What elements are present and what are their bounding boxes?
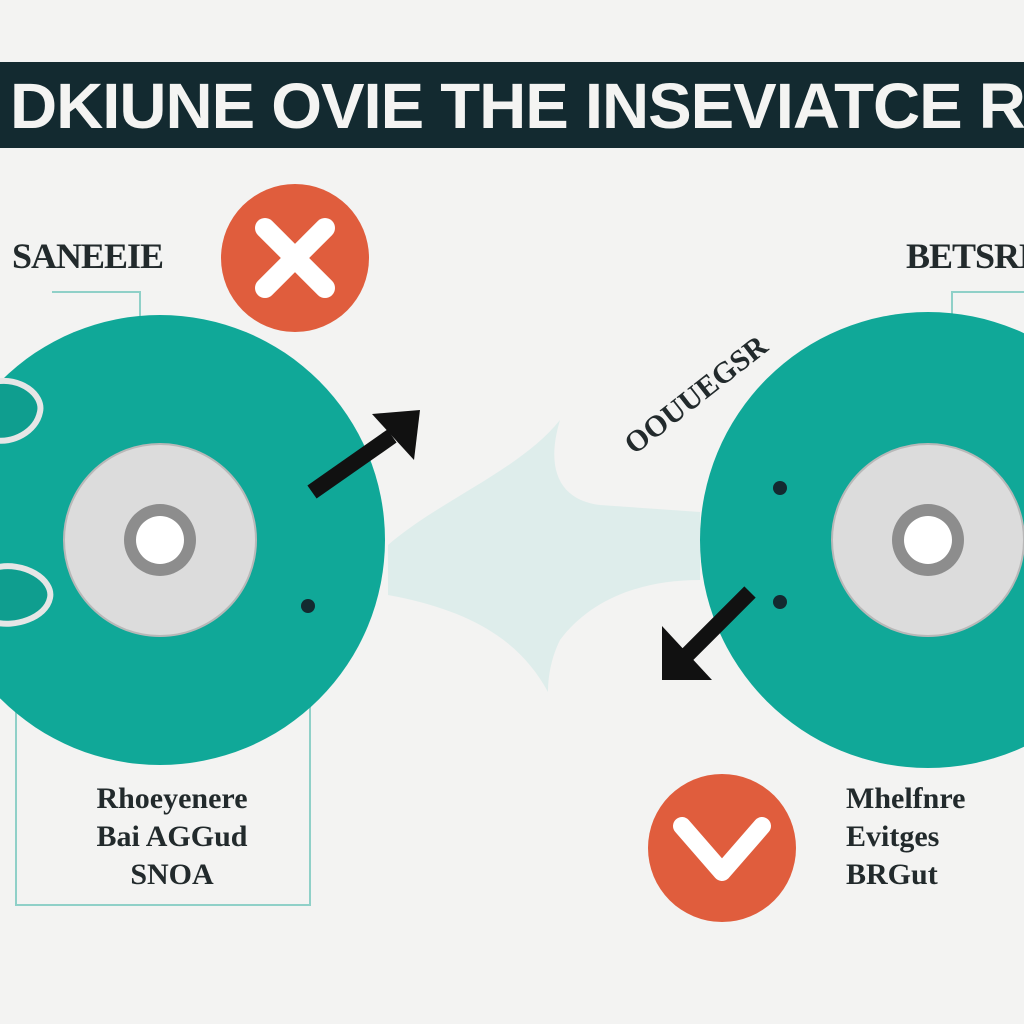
left-disc-bottom-label: Rhoeyenere Bai AGGud SNOA: [52, 780, 292, 894]
right-bottom-line-2: Evitges: [846, 820, 940, 853]
left-bottom-callout-line: [15, 600, 311, 906]
check-icon: [648, 774, 796, 922]
flow-arrow-shape: [388, 420, 700, 692]
left-bottom-line-2: Bai AGGud: [96, 820, 248, 853]
right-disc: [700, 312, 1024, 768]
arrow-down-left-icon: [662, 586, 756, 680]
right-disc-bottom-label: Mhelfnre Evitges BRGut: [846, 780, 1006, 894]
right-bottom-line-3: BRGut: [846, 858, 938, 891]
page-title: DKIUNE OVIE THE INSEVIATCE RO: [10, 70, 1024, 142]
arrow-up-right-icon: [307, 410, 420, 499]
left-top-callout-line: [52, 291, 141, 318]
right-bottom-line-1: Mhelfnre: [846, 782, 966, 815]
x-icon: [221, 184, 369, 332]
right-top-callout-line: [951, 291, 1024, 320]
left-bottom-line-1: Rhoeyenere: [96, 782, 248, 815]
left-disc: [0, 315, 385, 765]
right-disc-top-label: BETSRE: [906, 236, 1024, 276]
left-bottom-line-3: SNOA: [130, 858, 214, 891]
title-banner: DKIUNE OVIE THE INSEVIATCE RO: [0, 62, 1024, 148]
left-disc-top-label: SANEEIE: [12, 236, 164, 276]
